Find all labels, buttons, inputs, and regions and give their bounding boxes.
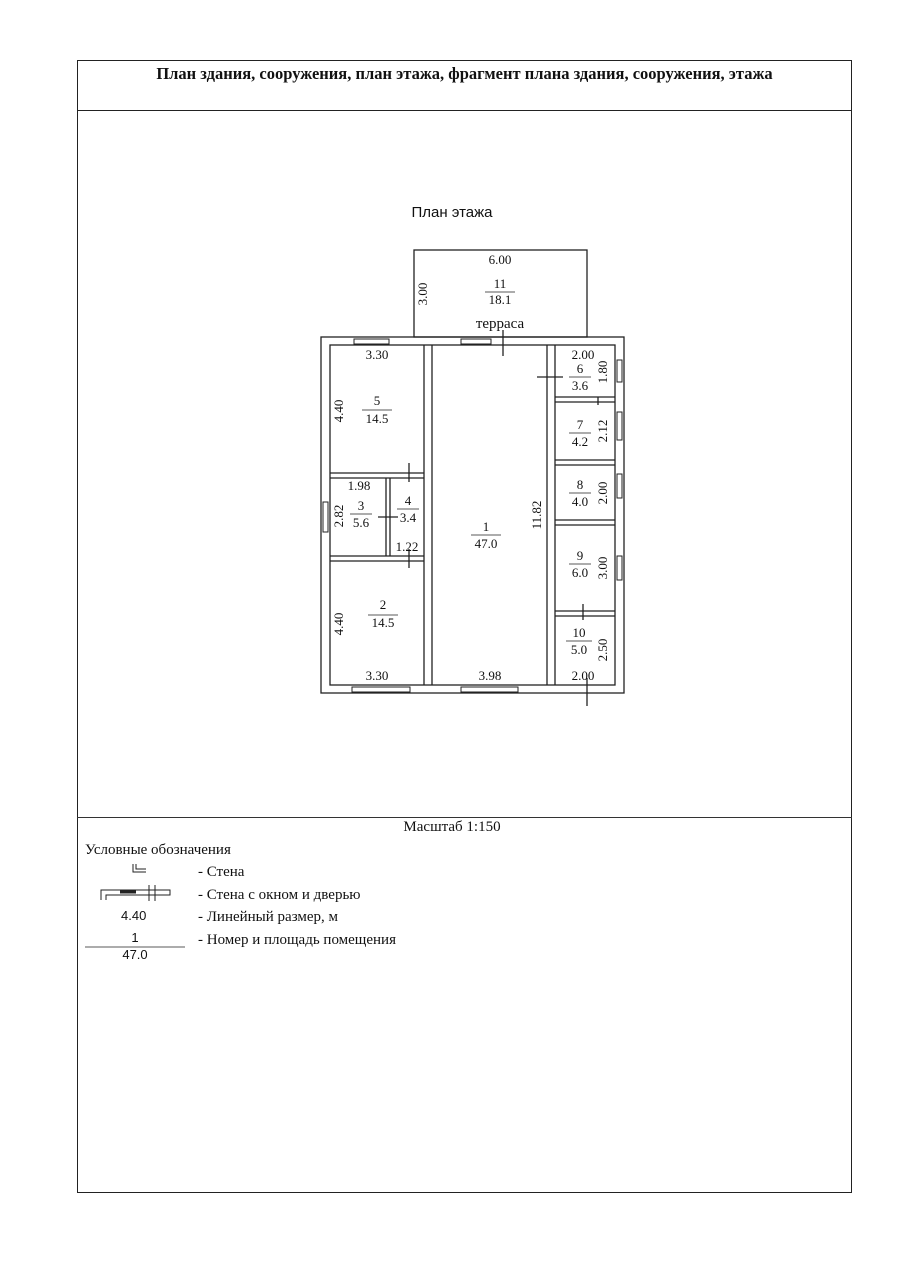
- room-5-number: 5: [374, 393, 381, 408]
- room-2-area: 14.5: [372, 615, 395, 630]
- dim-room-4-width: 1.22: [396, 539, 419, 554]
- dim-room-6-width: 2.00: [572, 347, 595, 362]
- room-4-number: 4: [405, 493, 412, 508]
- legend-window-wall-icon: [100, 889, 171, 900]
- dim-room-5-width: 3.30: [366, 347, 389, 362]
- window-room-6: [616, 359, 623, 383]
- room-3-number: 3: [358, 498, 365, 513]
- document-title: План здания, сооружения, план этажа, фра…: [78, 61, 851, 111]
- room-3-area: 5.6: [353, 515, 370, 530]
- dim-room-2-depth: 4.40: [331, 613, 346, 636]
- dim-room-3-depth: 2.82: [331, 505, 346, 528]
- room-10-number: 10: [573, 625, 586, 640]
- dim-room-8-depth: 2.00: [595, 482, 610, 505]
- window-room-2: [351, 686, 411, 693]
- room-7-area: 4.2: [572, 434, 588, 449]
- room-5-area: 14.5: [366, 411, 389, 426]
- legend-window-door-label: - Стена с окном и дверью: [198, 887, 361, 903]
- terrace-depth: 3.00: [415, 283, 430, 306]
- dim-room-6-depth: 1.80: [595, 361, 610, 384]
- room-6-number: 6: [577, 361, 584, 376]
- dim-hall-length: 11.82: [529, 501, 544, 530]
- room-8-number: 8: [577, 477, 584, 492]
- legend-room-label: - Номер и площадь помещения: [198, 932, 396, 948]
- dim-room-10-depth: 2.50: [595, 639, 610, 662]
- scale-divider: [77, 817, 852, 818]
- plan-subtitle: План этажа: [411, 204, 493, 221]
- legend-wall-icon: [132, 864, 146, 873]
- window-room-5: [353, 338, 390, 345]
- room-6-area: 3.6: [572, 378, 589, 393]
- terrace-width: 6.00: [489, 252, 512, 267]
- window-room-8: [616, 473, 623, 499]
- terrace-area: 18.1: [489, 292, 512, 307]
- dim-room-10-width: 2.00: [572, 668, 595, 683]
- dim-room-7-depth: 2.12: [595, 420, 610, 443]
- dim-room-5-depth: 4.40: [331, 400, 346, 423]
- window-room-3: [322, 501, 329, 533]
- outer-wall-inner: [329, 344, 616, 686]
- dim-room-2-width: 3.30: [366, 668, 389, 683]
- room-9-number: 9: [577, 548, 584, 563]
- drawing-frame: План здания, сооружения, план этажа, фра…: [77, 60, 852, 1193]
- window-room-7: [616, 411, 623, 441]
- room-7-number: 7: [577, 417, 584, 432]
- room-8-area: 4.0: [572, 494, 588, 509]
- scale-label: Масштаб 1:150: [403, 819, 501, 835]
- dim-hall-width: 3.98: [479, 668, 502, 683]
- legend-dimension-label: - Линейный размер, м: [198, 909, 339, 925]
- legend-room-area-sample: 47.0: [122, 947, 148, 962]
- room-1-number: 1: [483, 519, 490, 534]
- outer-wall-outer: [320, 336, 625, 694]
- legend-dimension-sample: 4.40: [121, 908, 147, 923]
- terrace-number: 11: [494, 276, 507, 291]
- window-hall-bottom: [460, 686, 519, 693]
- legend-room-number-sample: 1: [131, 930, 139, 945]
- dim-room-3-width: 1.98: [348, 478, 371, 493]
- legend-wall-label: - Стена: [198, 864, 245, 880]
- room-9-area: 6.0: [572, 565, 588, 580]
- window-hall-top: [460, 338, 492, 345]
- dim-room-9-depth: 3.00: [595, 557, 610, 580]
- room-2-number: 2: [380, 597, 387, 612]
- legend-title: Условные обозначения: [85, 842, 231, 858]
- window-room-9: [616, 555, 623, 581]
- room-10-area: 5.0: [571, 642, 587, 657]
- room-1-area: 47.0: [475, 536, 498, 551]
- terrace-label: терраса: [476, 316, 525, 332]
- room-4-area: 3.4: [400, 510, 417, 525]
